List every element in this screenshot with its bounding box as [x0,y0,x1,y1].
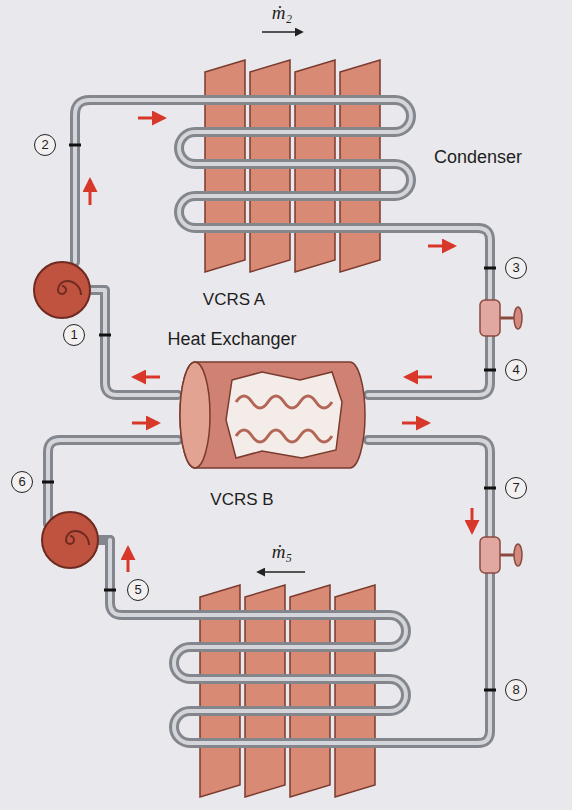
state-ticks [42,145,496,690]
system-label: VCRS A [203,290,265,310]
compressor-a [34,262,90,318]
compressor-b [42,512,98,568]
component-label: Condenser [434,147,522,169]
system-label: VCRS B [210,490,273,510]
component-label: Heat Exchanger [167,329,296,351]
callout-number: 4 [505,359,527,381]
expansion-valve-a [480,300,522,336]
callout-number: 2 [34,134,56,156]
callout-number: 6 [11,471,33,493]
mass-flow-label: ṁ₂ [272,2,292,25]
pipe-highlight [48,100,490,743]
flow-arrows [90,118,472,572]
mass-flow-label: ṁ₅ [272,541,292,564]
callout-number: 3 [505,257,527,279]
callout-number: 8 [505,679,527,701]
callout-number: 5 [127,579,149,601]
heat-exchanger [180,362,365,468]
expansion-valve-b [480,537,522,573]
refrigerant-pipes [48,100,490,743]
callout-number: 7 [505,477,527,499]
callout-number: 1 [63,324,85,346]
